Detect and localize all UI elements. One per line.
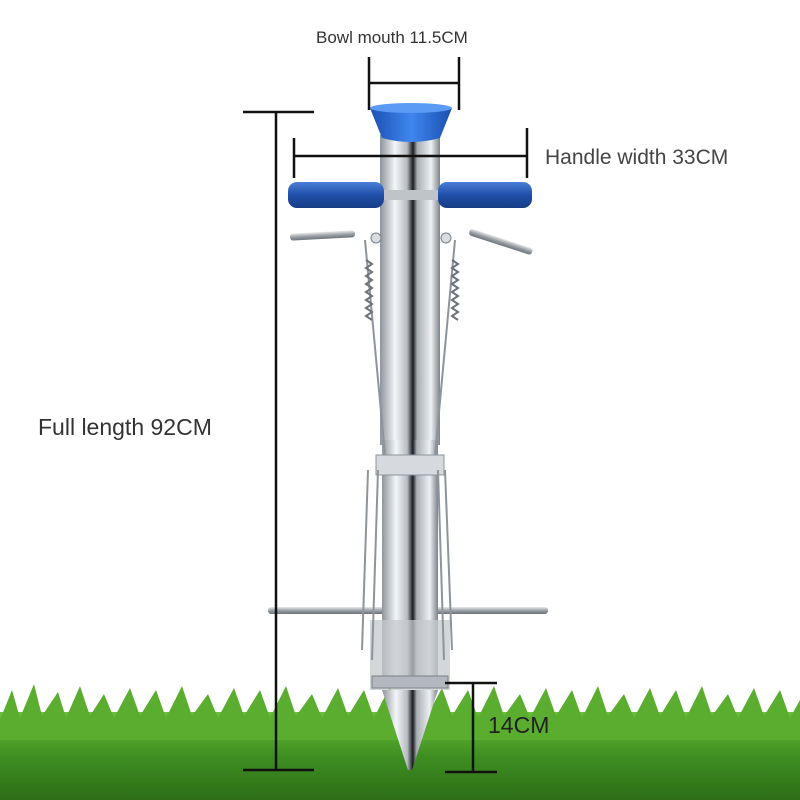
upper-tube <box>380 135 440 445</box>
handle-dimension <box>292 128 529 178</box>
left-handle-grip <box>288 182 384 208</box>
bowl-mouth-label: Bowl mouth 11.5CM <box>316 28 468 47</box>
pointed-tip <box>382 690 438 770</box>
bowl-dimension <box>367 57 461 110</box>
right-pivot <box>440 232 452 244</box>
jaw-band <box>371 675 449 689</box>
left-pivot <box>370 232 382 244</box>
handle-width-label: Handle width 33CM <box>545 146 729 169</box>
funnel-rim <box>370 103 452 113</box>
point-dimension <box>445 681 497 774</box>
right-lever <box>469 229 533 255</box>
handle-bar <box>378 190 442 200</box>
length-dimension <box>243 110 314 772</box>
point-length-label: 14CM <box>488 712 550 738</box>
right-linkage <box>434 239 460 661</box>
left-lever <box>290 230 356 241</box>
tube-collar <box>375 454 445 476</box>
full-length-label: Full length 92CM <box>38 414 212 440</box>
right-handle-grip <box>438 182 532 208</box>
left-linkage <box>361 239 386 661</box>
bowl-funnel <box>370 108 452 142</box>
